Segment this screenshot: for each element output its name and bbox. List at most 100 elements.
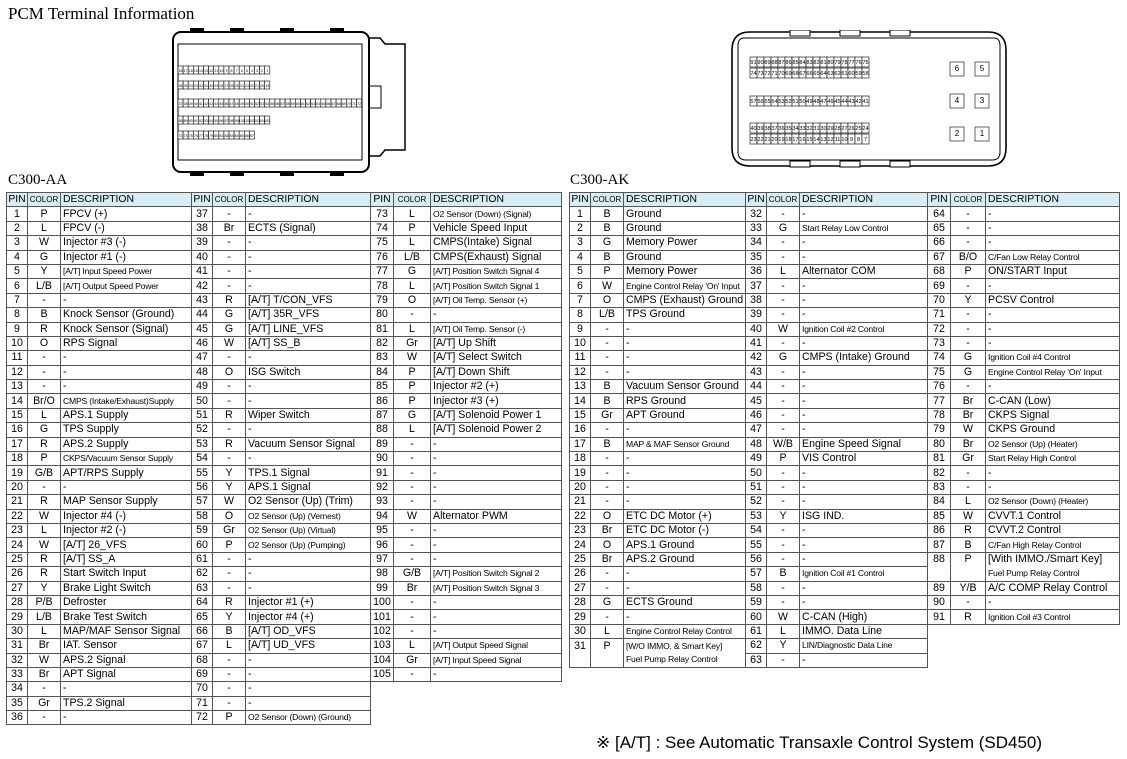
pin-cell: 93	[370, 494, 394, 510]
pin-cell: 70	[191, 681, 213, 697]
pin-cell: 77	[927, 393, 951, 409]
connector-aa-pin-number: 82	[224, 134, 228, 138]
description-cell: TPS.1 Signal	[245, 465, 371, 481]
connector-aa-pin-number: 9	[225, 69, 227, 73]
color-cell: Y	[212, 609, 246, 625]
description-cell: APT Signal	[60, 666, 192, 683]
description-cell: -	[799, 292, 928, 309]
connector-ak-pin-number: 83	[806, 60, 812, 66]
pin-cell: 25	[569, 551, 591, 568]
color-cell: L	[766, 263, 800, 280]
color-cell: G	[766, 220, 800, 237]
connector-aa-pin-number: 2	[261, 69, 263, 73]
description-cell: APT/RPS Supply	[60, 465, 192, 481]
color-cell: G	[27, 422, 61, 438]
connector-aa-pin-number: 20	[260, 84, 264, 88]
color-cell: R	[27, 436, 61, 453]
connector-ak-large-pin	[974, 126, 990, 142]
pin-cell: 31	[6, 638, 28, 654]
pin-cell: 86	[370, 393, 394, 409]
pin-cell: 16	[6, 422, 28, 438]
color-cell: -	[393, 494, 431, 510]
connector-aa-pin-number: 59	[291, 102, 295, 106]
description-cell: -	[799, 465, 928, 481]
pin-cell: 34	[745, 235, 767, 251]
pin-cell: 62	[191, 566, 213, 582]
connector-ak-pin-number: 76	[855, 60, 861, 66]
description-cell: [A/T] Input Speed Signal	[430, 652, 562, 668]
description-cell: Ground	[623, 220, 746, 237]
pin-cell: 92	[370, 479, 394, 496]
description-cell: [A/T] Output Speed Power	[60, 278, 192, 294]
description-cell: -	[60, 292, 192, 309]
connector-aa-pin-number: 39	[189, 102, 193, 106]
connector-ak-pin-number: 30	[820, 126, 826, 132]
description-cell: -	[799, 379, 928, 395]
color-cell: P	[27, 206, 61, 222]
connector-aa-pin-number: 31	[204, 84, 208, 88]
color-cell: L	[950, 494, 986, 510]
connector-aa-pin-number: 12	[209, 69, 213, 73]
description-cell: -	[799, 494, 928, 510]
description-cell: ETC DC Motor (-)	[623, 522, 746, 539]
description-cell: -	[623, 566, 746, 582]
connector-aa-pin-number: 63	[311, 102, 315, 106]
pin-cell: 67	[927, 249, 951, 265]
pin-cell: 5	[6, 263, 28, 280]
connector-ak-pin-number: 10	[841, 137, 847, 143]
color-cell: B	[950, 537, 986, 553]
color-cell: L	[766, 623, 800, 640]
pin-cell	[927, 566, 951, 582]
description-cell: Ignition Coil #3 Control	[985, 609, 1120, 625]
description-cell: -	[245, 551, 371, 568]
pin-cell: 76	[927, 379, 951, 395]
connector-aa-pin-number: 28	[219, 84, 223, 88]
color-cell: Gr	[212, 522, 246, 539]
color-cell: Y/B	[950, 580, 986, 596]
connector-ak-pin-number: 86	[785, 60, 791, 66]
pin-cell: 56	[191, 479, 213, 496]
connector-ak-pin-number: 15	[806, 137, 812, 143]
description-cell: [A/T] Position Switch Signal 1	[430, 278, 562, 294]
pin-cell: 65	[191, 609, 213, 625]
pin-cell: 15	[6, 407, 28, 424]
description-cell: -	[799, 278, 928, 294]
pin-cell: 71	[191, 695, 213, 712]
pin-cell: 41	[745, 335, 767, 352]
connector-aa-pin-number: 3	[256, 69, 258, 73]
connector-aa-pin-number: 53	[260, 102, 264, 106]
color-cell: -	[393, 623, 431, 640]
color-cell: -	[950, 278, 986, 294]
pin-cell: 27	[6, 580, 28, 596]
description-cell: Start Relay Low Control	[799, 220, 928, 237]
connector-ak-pin-number: 81	[820, 60, 826, 66]
pin-cell: 88	[370, 422, 394, 438]
description-cell: -	[623, 350, 746, 366]
connector-aa-pin-number: 51	[250, 102, 254, 106]
description-cell: O2 Sensor (Down) (Ground)	[245, 710, 371, 726]
connector-ak-large-pin-number: 1	[980, 129, 985, 138]
pin-cell: 91	[927, 609, 951, 625]
connector-aa-pin-number: 73	[179, 134, 183, 138]
description-cell: Start Switch Input	[60, 566, 192, 582]
color-cell: W/B	[766, 436, 800, 453]
connector-aa-pin-number: 42	[204, 102, 208, 106]
description-cell: TPS Supply	[60, 422, 192, 438]
color-cell: P/B	[27, 594, 61, 611]
pin-cell: 55	[191, 465, 213, 481]
color-cell: -	[212, 566, 246, 582]
color-cell: -	[393, 436, 431, 453]
description-cell: Ignition Coil #2 Control	[799, 321, 928, 337]
color-cell: -	[212, 422, 246, 438]
color-cell: -	[766, 364, 800, 381]
description-cell: -	[430, 623, 562, 640]
